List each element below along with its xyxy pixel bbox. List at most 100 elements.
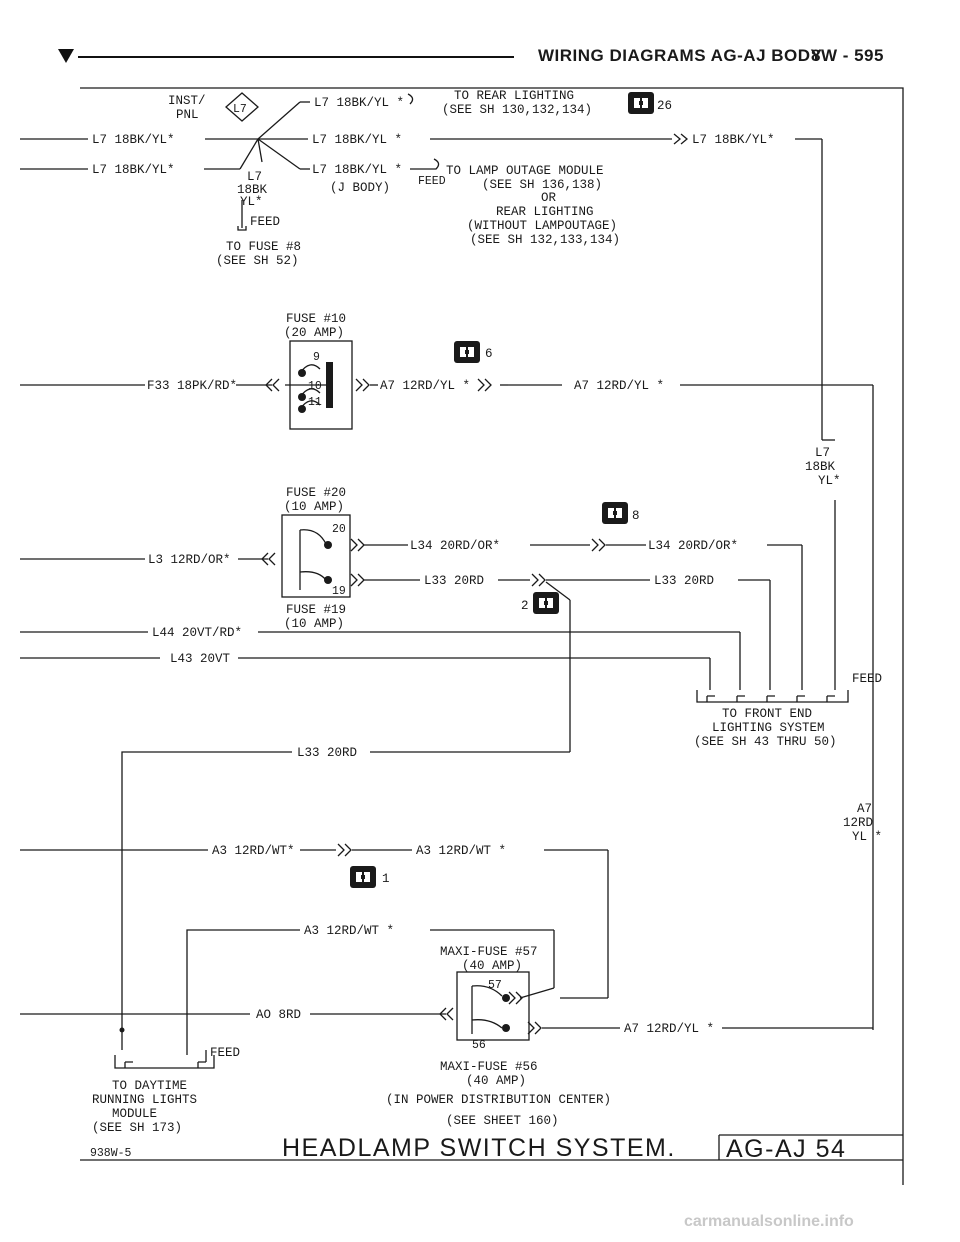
diamond-splice xyxy=(225,92,259,122)
pin-57: 57 xyxy=(488,979,502,992)
pdc-ref: (SEE SHEET 160) xyxy=(446,1114,559,1128)
fuse-20-19-box xyxy=(281,514,351,598)
maxi57-amp: (40 AMP) xyxy=(462,959,522,973)
connector-icon xyxy=(628,92,654,114)
inst-label: INST/ xyxy=(168,94,206,108)
fuse20-amp: (10 AMP) xyxy=(284,500,344,514)
header-page-number: 8W - 595 xyxy=(811,46,884,65)
fuse8-ref: (SEE SH 52) xyxy=(216,254,299,268)
connector-icon xyxy=(454,341,480,363)
maxi57-label: MAXI-FUSE #57 xyxy=(440,945,538,959)
wire-label-a7-mid: A7 12RD/YL * xyxy=(380,379,470,393)
feed-label-front: FEED xyxy=(852,672,882,686)
lamp-outage-ref: (SEE SH 136,138) xyxy=(482,178,602,192)
to-fuse8-label: TO FUSE #8 xyxy=(226,240,301,254)
wire-label-l44: L44 20VT/RD* xyxy=(152,626,242,640)
pin-dots xyxy=(119,362,510,1033)
right-vertical-code: L7 xyxy=(815,446,830,460)
vertical-wire-code: L7 xyxy=(247,170,262,184)
wire-label-l34-mid: L34 20RD/OR* xyxy=(410,539,500,553)
drl-label-2: RUNNING LIGHTS xyxy=(92,1093,197,1107)
wire-label-a7-right: A7 12RD/YL * xyxy=(574,379,664,393)
fuse10-label: FUSE #10 xyxy=(286,312,346,326)
wire-label-right1: L7 18BK/YL* xyxy=(692,133,775,147)
wire-lines xyxy=(20,87,904,1185)
header-title: WIRING DIAGRAMS AG-AJ BODY xyxy=(538,46,823,65)
rear-lighting-label: TO REAR LIGHTING xyxy=(454,89,574,103)
connector-1-label: 1 xyxy=(382,872,390,886)
wire-label-a3-left: A3 12RD/WT* xyxy=(212,844,295,858)
wire-label-ao: AO 8RD xyxy=(256,1008,301,1022)
maxi56-amp: (40 AMP) xyxy=(466,1074,526,1088)
sheet-reference: AG-AJ 54 xyxy=(726,1135,846,1163)
front-end-label: TO FRONT END xyxy=(722,707,812,721)
pin-10: 10 xyxy=(308,380,322,393)
right-vertical-color: YL* xyxy=(818,474,841,488)
wire-label-l33-mid: L33 20RD xyxy=(424,574,484,588)
system-title: HEADLAMP SWITCH SYSTEM. xyxy=(282,1134,676,1162)
pin-20: 20 xyxy=(332,523,346,536)
connector-26-label: 26 xyxy=(657,99,672,113)
connector-6-label: 6 xyxy=(485,347,493,361)
wire-label-a3-right: A3 12RD/WT * xyxy=(416,844,506,858)
right-vertical-gauge: 18BK xyxy=(805,460,836,474)
front-end-ref: (SEE SH 43 THRU 50) xyxy=(694,735,837,749)
wire-label-l43: L43 20VT xyxy=(170,652,231,666)
a7-vertical-gauge: 12RD xyxy=(843,816,873,830)
rear-lighting-alt-ref: (SEE SH 132,133,134) xyxy=(470,233,620,247)
a7-vertical-code: A7 xyxy=(857,802,872,816)
lighting-system-label: LIGHTING SYSTEM xyxy=(712,721,825,735)
pin-19: 19 xyxy=(332,585,346,598)
connector-icon xyxy=(350,866,376,888)
header-rule xyxy=(78,56,514,58)
vertical-wire-color: YL* xyxy=(240,195,263,209)
wire-label-top: L7 18BK/YL * xyxy=(314,96,404,110)
drl-ref: (SEE SH 173) xyxy=(92,1121,182,1135)
rear-lighting-ref: (SEE SH 130,132,134) xyxy=(442,103,592,117)
frame-border xyxy=(80,87,904,1185)
wire-label-a7-low: A7 12RD/YL * xyxy=(624,1022,714,1036)
diamond-label: L7 xyxy=(233,103,247,116)
wire-label-f33: F33 18PK/RD* xyxy=(147,379,237,393)
pdc-label: (IN POWER DISTRIBUTION CENTER) xyxy=(386,1093,611,1107)
pin-9: 9 xyxy=(313,351,320,364)
fuse19-label: FUSE #19 xyxy=(286,603,346,617)
lamp-outage-label: TO LAMP OUTAGE MODULE xyxy=(446,164,604,178)
pin-11: 11 xyxy=(308,396,322,409)
fuse19-amp: (10 AMP) xyxy=(284,617,344,631)
wire-label-l33-right: L33 20RD xyxy=(654,574,714,588)
j-body-label: (J BODY) xyxy=(330,181,390,195)
vertical-wire-gauge: 18BK xyxy=(237,183,268,197)
wire-label-mid2: L7 18BK/YL * xyxy=(312,163,402,177)
connector-icon xyxy=(602,502,628,524)
feed-label-lamp: FEED xyxy=(418,175,446,188)
a7-vertical-color: YL * xyxy=(852,830,882,844)
maxi56-label: MAXI-FUSE #56 xyxy=(440,1060,538,1074)
or-label: OR xyxy=(541,191,557,205)
drl-label: TO DAYTIME xyxy=(112,1079,187,1093)
wire-label-l34-right: L34 20RD/OR* xyxy=(648,539,738,553)
fuse10-amp: (20 AMP) xyxy=(284,326,344,340)
drl-module-label: MODULE xyxy=(112,1107,157,1121)
wire-label-l33-low: L33 20RD xyxy=(297,746,357,760)
pin-56: 56 xyxy=(472,1039,486,1052)
maxi-fuse-box xyxy=(456,971,530,1041)
fuse20-label: FUSE #20 xyxy=(286,486,346,500)
pnl-label: PNL xyxy=(176,108,199,122)
feed-label-drl: FEED xyxy=(210,1046,240,1060)
wire-label-left2: L7 18BK/YL* xyxy=(92,163,175,177)
wire-label-l3: L3 12RD/OR* xyxy=(148,553,231,567)
footer-code: 938W-5 xyxy=(90,1147,132,1160)
watermark: carmanualsonline.info xyxy=(684,1213,854,1230)
without-lampoutage: (WITHOUT LAMPOUTAGE) xyxy=(467,219,617,233)
connector-2-label: 2 xyxy=(521,599,529,613)
feed-label-fuse8: FEED xyxy=(250,215,280,229)
rear-lighting-alt: REAR LIGHTING xyxy=(496,205,594,219)
wire-label-mid1: L7 18BK/YL * xyxy=(312,133,402,147)
wire-label-a3-low: A3 12RD/WT * xyxy=(304,924,394,938)
wire-label-left1: L7 18BK/YL* xyxy=(92,133,175,147)
triangle-marker-icon xyxy=(58,49,74,63)
connector-8-label: 8 xyxy=(632,509,640,523)
